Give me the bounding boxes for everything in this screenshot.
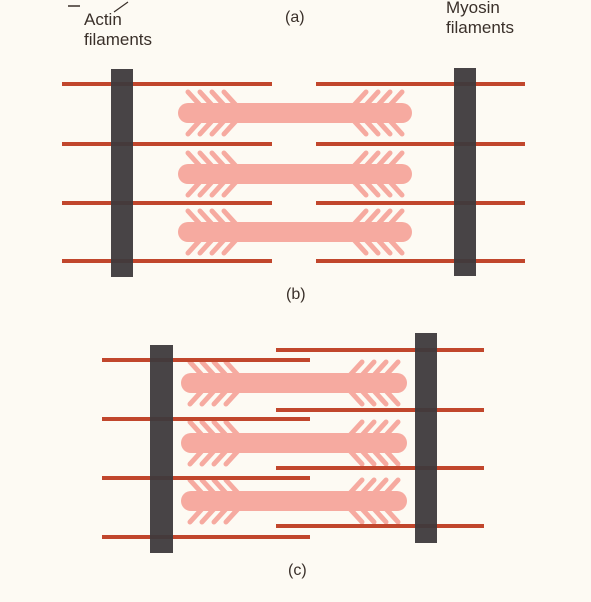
z-disc-left bbox=[111, 69, 133, 277]
panel-b-label: (b) bbox=[286, 286, 306, 303]
z-disc-right bbox=[415, 333, 437, 543]
myosin-label-line2: filaments bbox=[446, 18, 515, 37]
myosin-rod bbox=[181, 433, 407, 453]
myosin-filaments-label: Myosin filaments bbox=[446, 0, 514, 38]
panel-b-myosin-group bbox=[178, 89, 412, 256]
myosin-heads-left bbox=[185, 150, 238, 198]
myosin-rod bbox=[181, 491, 407, 511]
myosin-rod bbox=[178, 164, 412, 184]
myosin-heads-right bbox=[352, 89, 405, 137]
actin-pointer-arrow bbox=[113, 1, 129, 13]
myosin-rod bbox=[181, 373, 407, 393]
panel-b-actin-group bbox=[62, 82, 525, 263]
myosin-rod bbox=[178, 103, 412, 123]
myosin-heads-right bbox=[348, 359, 401, 407]
myosin-heads-left bbox=[187, 359, 240, 407]
myosin-heads-right bbox=[348, 419, 401, 467]
myosin-rod bbox=[178, 222, 412, 242]
panel-c-actin-group bbox=[102, 348, 484, 539]
actin-label-line2: filaments bbox=[84, 30, 153, 49]
myosin-heads-right bbox=[352, 150, 405, 198]
actin-label-line1: Actin bbox=[84, 10, 122, 29]
myosin-heads-left bbox=[185, 89, 238, 137]
myosin-filament bbox=[178, 89, 412, 137]
panel-c-myosin-group bbox=[181, 359, 407, 525]
z-disc-left bbox=[150, 345, 173, 553]
myosin-heads-right bbox=[352, 208, 405, 256]
z-disc-right bbox=[454, 68, 476, 276]
myosin-heads-left bbox=[185, 208, 238, 256]
myosin-filament bbox=[178, 208, 412, 256]
panel-a-label: (a) bbox=[285, 9, 305, 26]
myosin-filament bbox=[181, 359, 407, 407]
myosin-heads-right bbox=[348, 477, 401, 525]
myosin-heads-left bbox=[187, 477, 240, 525]
myosin-filament bbox=[181, 419, 407, 467]
myosin-label-line1: Myosin bbox=[446, 0, 500, 17]
myosin-filament bbox=[181, 477, 407, 525]
actin-filaments-label: Actin filaments bbox=[84, 10, 152, 50]
myosin-heads-left bbox=[187, 419, 240, 467]
myosin-filament bbox=[178, 150, 412, 198]
panel-c-label: (c) bbox=[288, 562, 307, 579]
